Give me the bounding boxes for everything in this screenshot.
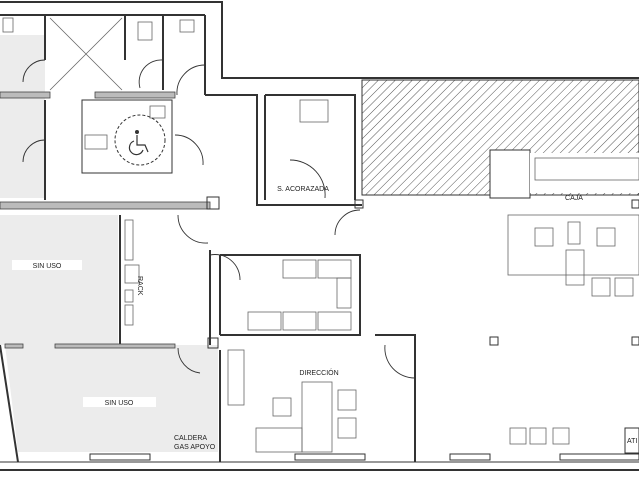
room-label-gas-apoyo: GAS APOYO xyxy=(174,444,216,451)
accessible-restroom xyxy=(81,99,173,174)
room-label-caja: CAJA xyxy=(565,195,583,202)
cashier-furniture xyxy=(507,157,639,445)
sink xyxy=(179,19,195,33)
walls xyxy=(0,1,639,471)
room-label-caldera: CALDERA xyxy=(174,435,207,442)
room-label-vault: S. ACORAZADA xyxy=(277,186,329,193)
room-label-atm: ATI xyxy=(627,438,637,445)
shelving xyxy=(247,259,352,331)
panel xyxy=(2,17,14,33)
hatch-notch xyxy=(489,149,531,199)
director-furniture xyxy=(227,349,357,453)
toilet xyxy=(137,21,153,41)
shaft xyxy=(49,17,123,91)
caja-counter-area xyxy=(530,153,639,193)
room-label-sin-uso-bottom: SIN USO xyxy=(105,400,134,407)
doors xyxy=(22,59,416,379)
rack-label: RACK xyxy=(136,276,143,296)
rack-cabinets xyxy=(124,219,140,326)
columns xyxy=(489,199,639,346)
room-label-sin-uso-top: SIN USO xyxy=(33,263,62,270)
vault-fixture xyxy=(299,99,329,123)
wheelchair-accessible-icon xyxy=(128,130,149,156)
windows xyxy=(89,453,639,461)
room-label-direccion: DIRECCIÓN xyxy=(299,368,338,377)
